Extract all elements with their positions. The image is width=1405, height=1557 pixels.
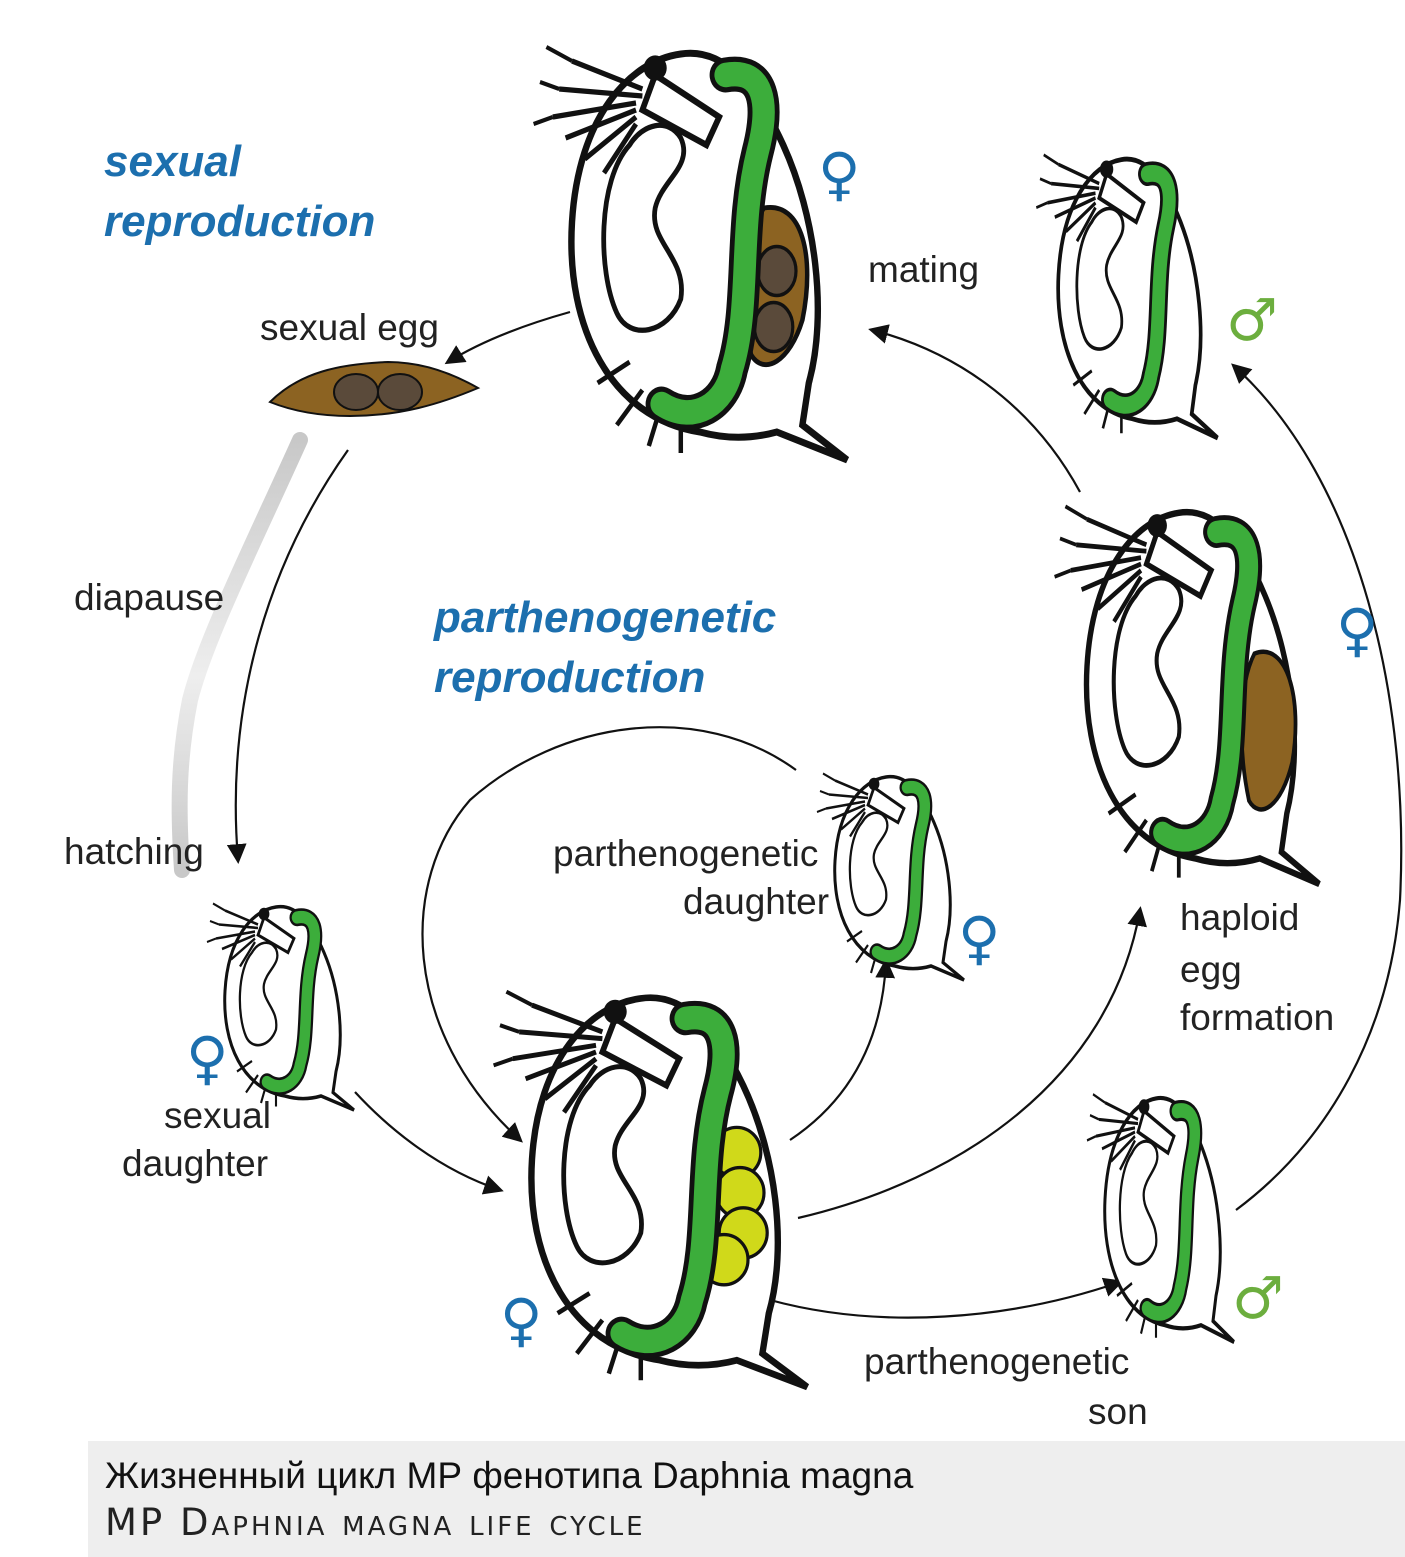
diapause-bar [180, 440, 300, 870]
label-haploid-1: haploid [1180, 897, 1299, 938]
arrow-female-to-egg [448, 312, 570, 362]
female-symbol: ♀ [818, 140, 860, 208]
label-mating: mating [868, 249, 979, 290]
female-symbol: ♀ [1336, 596, 1378, 664]
daphnia-life-cycle-diagram: sexual reproduction parthenogenetic repr… [0, 0, 1405, 1440]
male-symbol: ♂ [1232, 1264, 1284, 1332]
heading-parth-line1: parthenogenetic [433, 593, 776, 642]
label-haploid-2: egg [1180, 949, 1242, 990]
arrow-mating [872, 330, 1080, 492]
caption-english: MP Daphnia magna life cycle [105, 1501, 646, 1544]
daphnia-icon [1036, 155, 1217, 438]
heading-sexual-line2: reproduction [104, 197, 375, 246]
arrow-parth-to-son [770, 1282, 1120, 1318]
arrow-sexual-daughter-to-parth [355, 1092, 500, 1190]
label-sexual-daughter-1: sexual [164, 1095, 271, 1136]
heading-parth-line2: reproduction [434, 653, 705, 702]
label-parth-son-1: parthenogenetic [864, 1341, 1129, 1382]
caption-russian: Жизненный цикл МР фенотипа Daphnia magna [105, 1455, 913, 1497]
label-sexual-egg: sexual egg [260, 307, 439, 348]
daphnia-icon [1055, 506, 1320, 884]
female-symbol: ♀ [500, 1286, 542, 1354]
label-sexual-daughter-2: daughter [122, 1143, 268, 1184]
caption-bar: Жизненный цикл МР фенотипа Daphnia magna… [88, 1441, 1405, 1557]
male-symbol: ♂ [1226, 286, 1278, 354]
label-diapause: diapause [74, 577, 224, 618]
label-parth-son-2: son [1088, 1391, 1148, 1432]
egg-icon [270, 362, 478, 416]
label-haploid-3: formation [1180, 997, 1334, 1038]
label-parth-daughter-2: daughter [683, 881, 829, 922]
daphnia-icon [534, 47, 848, 460]
daphnia-icon [1087, 1094, 1234, 1342]
female-symbol: ♀ [958, 904, 1000, 972]
daphnia-icon [817, 774, 964, 981]
arrow-parth-to-daughter [790, 962, 886, 1140]
label-parth-daughter-1: parthenogenetic [553, 833, 818, 874]
daphnia-icon [207, 904, 354, 1111]
label-hatching: hatching [64, 831, 204, 872]
female-symbol: ♀ [186, 1024, 228, 1092]
heading-sexual-line1: sexual [104, 137, 242, 186]
arrow-egg-to-hatchling [236, 450, 348, 860]
